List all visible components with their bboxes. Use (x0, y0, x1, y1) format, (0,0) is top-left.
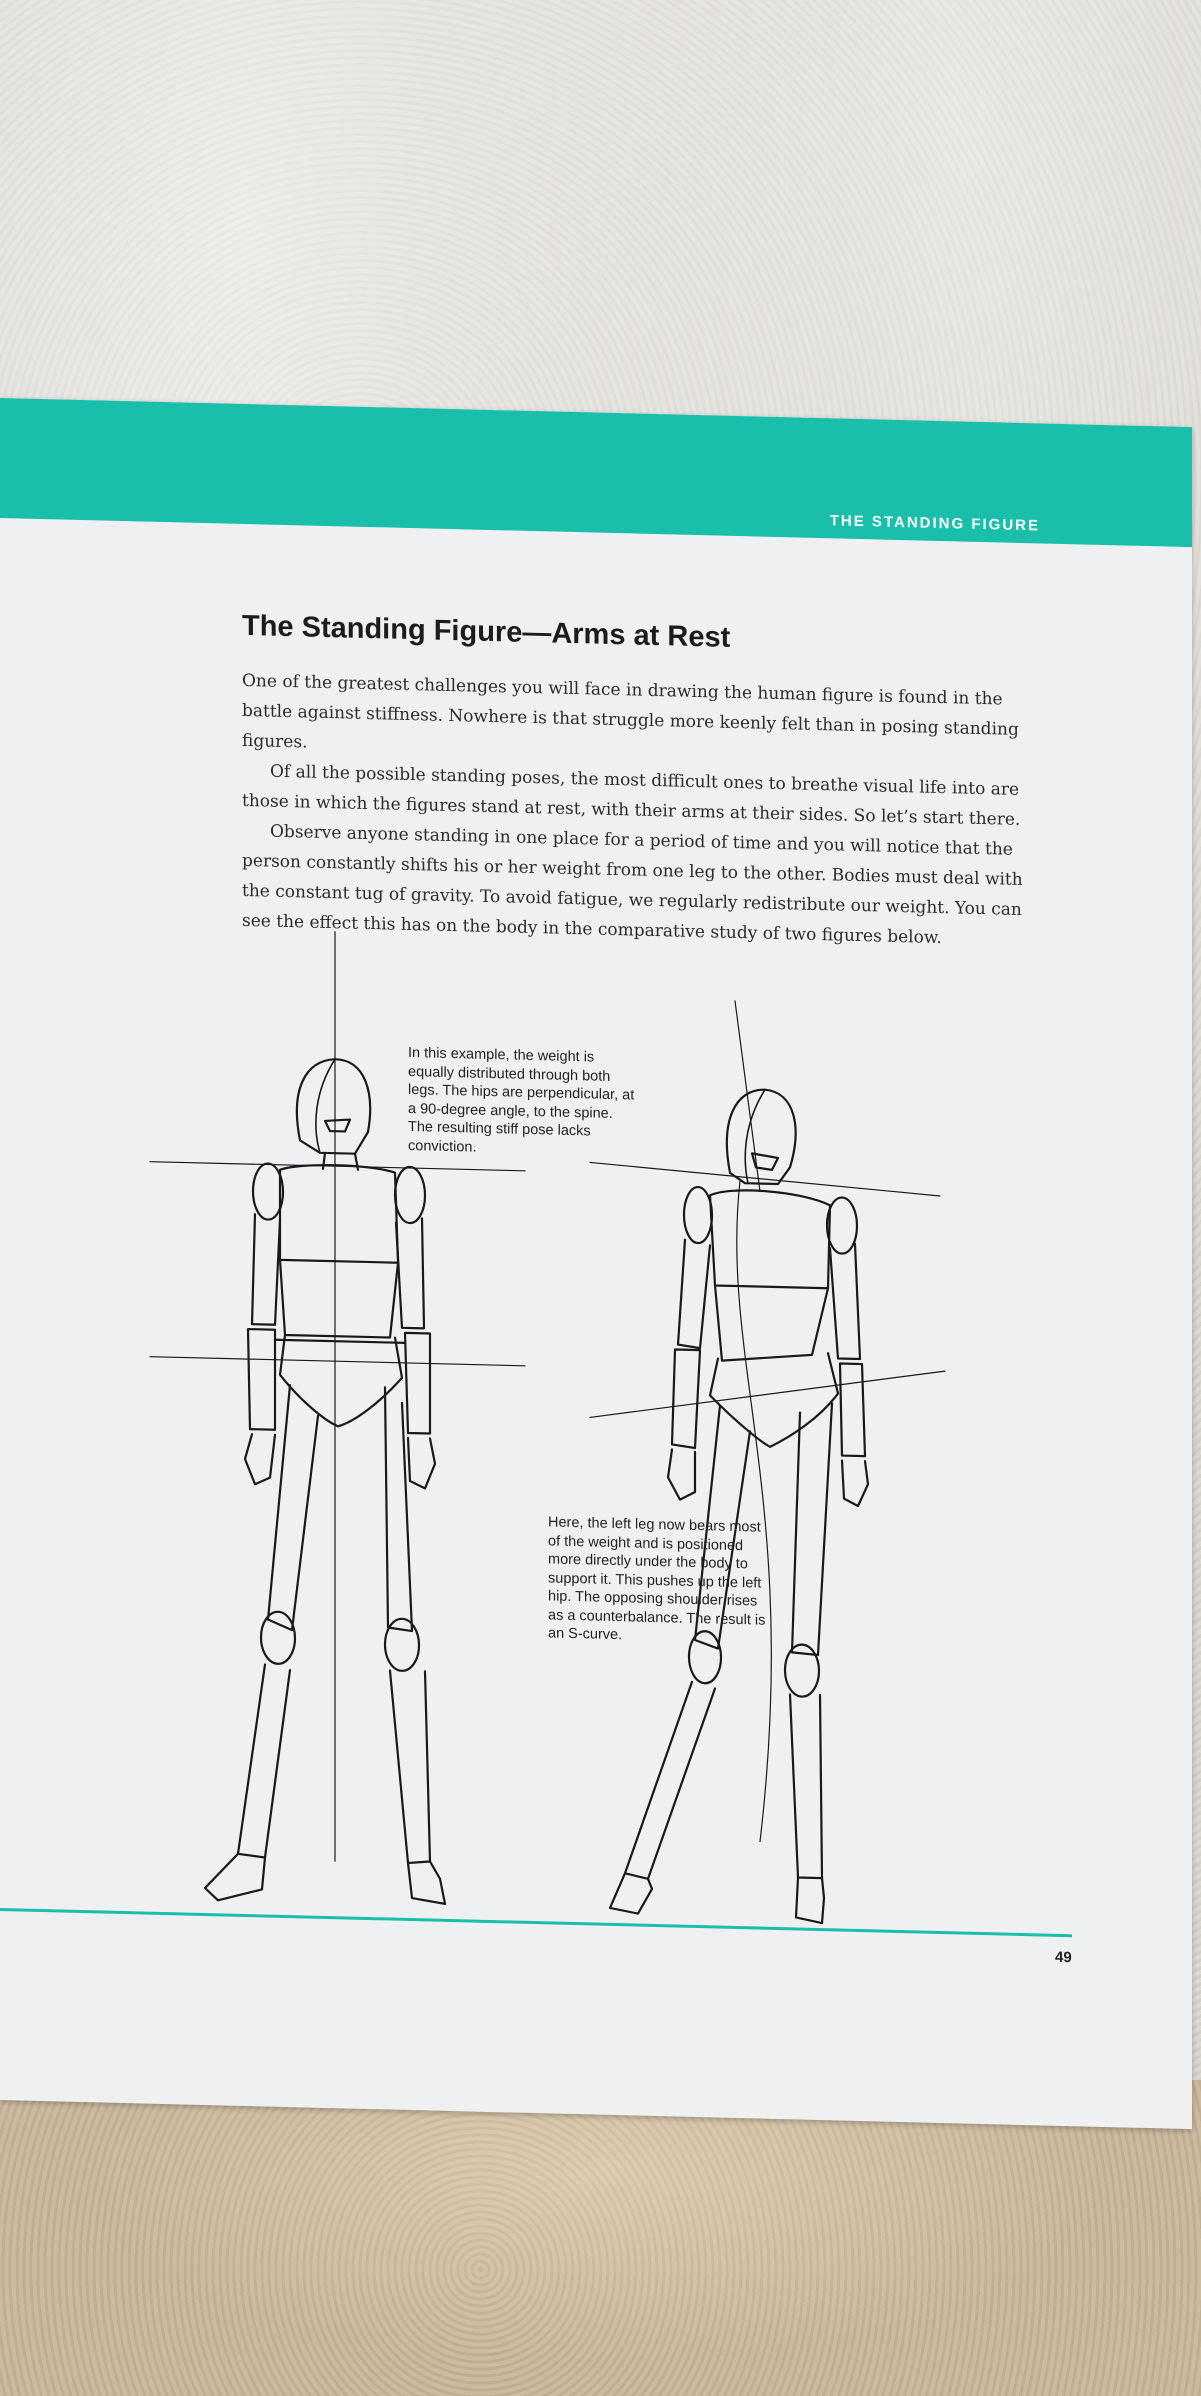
tilted-right-shin (788, 1693, 824, 1880)
s-curve-figure-drawing (589, 1000, 946, 1925)
tilted-right-hand (840, 1459, 870, 1508)
tilted-left-foot (608, 1872, 654, 1915)
tilted-left-upper-arm (676, 1238, 712, 1350)
tilted-hip-guide (589, 1370, 946, 1419)
belt-line (273, 1338, 407, 1344)
left-upper-arm (250, 1213, 282, 1326)
tilted-mouth-shape (750, 1152, 780, 1171)
right-forearm (403, 1331, 432, 1435)
caption-shifted-weight: Here, the left leg now bears most of the… (548, 1514, 766, 1644)
right-hand (406, 1436, 437, 1490)
tilted-right-upper-arm (828, 1242, 862, 1361)
figure-illustrations (149, 930, 946, 1925)
s-curve-guide (736, 1180, 772, 1843)
mouth-shape (323, 1118, 352, 1133)
right-thigh (383, 1386, 414, 1633)
tilted-abdomen-shape (713, 1284, 830, 1362)
tilted-left-shin (623, 1680, 717, 1880)
tilted-left-hand (666, 1448, 697, 1501)
stiff-figure-drawing (149, 930, 526, 1905)
tilted-left-thigh (693, 1404, 752, 1650)
right-knee (383, 1617, 421, 1672)
hip-guide-line (149, 1356, 526, 1367)
tilted-left-knee (687, 1630, 723, 1685)
book-page: THE STANDING FIGURE The Standing Figure—… (0, 398, 1192, 2130)
neck-shape (321, 1151, 360, 1171)
left-thigh (266, 1383, 320, 1632)
tilted-shoulder-guide (589, 1161, 941, 1197)
right-shoulder (393, 1165, 427, 1225)
tilted-pelvis-shape (708, 1352, 840, 1448)
abdomen-shape (278, 1258, 400, 1339)
caption-equal-weight: In this example, the weight is equally d… (408, 1044, 635, 1156)
left-shoulder (251, 1162, 285, 1221)
tilted-right-thigh (790, 1402, 834, 1657)
left-knee (259, 1610, 297, 1665)
towel-background (0, 2080, 1201, 2396)
right-foot (406, 1860, 447, 1905)
tilted-left-shoulder (682, 1185, 714, 1245)
page-title: The Standing Figure—Arms at Rest (242, 609, 731, 654)
pelvis-shape (278, 1333, 404, 1428)
tilted-right-forearm (838, 1362, 867, 1458)
left-foot (203, 1852, 267, 1902)
body-text: One of the greatest challenges you will … (242, 666, 1032, 955)
head-shape (295, 1058, 372, 1155)
left-forearm (246, 1327, 277, 1431)
page-number: 49 (1055, 1948, 1072, 1967)
tilted-head-centerline (744, 1088, 766, 1185)
right-upper-arm (394, 1217, 426, 1330)
chest-shape (278, 1163, 400, 1264)
right-shin (388, 1669, 432, 1865)
tilted-right-shoulder (825, 1196, 859, 1255)
left-hand (243, 1433, 277, 1486)
tilted-head-shape (725, 1088, 797, 1186)
tilted-head-guide (734, 1000, 761, 1193)
tilted-chest-shape (708, 1189, 832, 1290)
head-centerline (315, 1058, 336, 1154)
tilted-left-forearm (670, 1348, 702, 1450)
left-shin (236, 1663, 292, 1859)
tilted-right-foot (794, 1876, 826, 1925)
tilted-right-knee (783, 1643, 821, 1698)
